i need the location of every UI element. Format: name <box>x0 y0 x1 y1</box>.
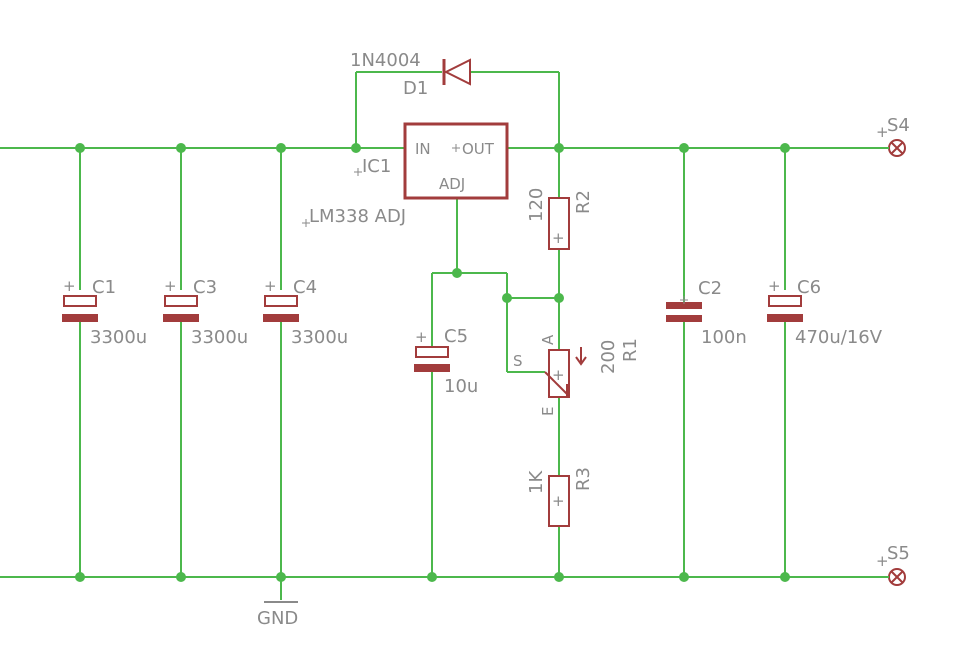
capacitor-plus-icon: + <box>415 328 428 346</box>
diode-d1: 1N4004 D1 <box>350 50 471 99</box>
c4-name-label: C4 <box>293 277 317 298</box>
junction-dot <box>276 572 286 582</box>
ground-symbol: GND <box>257 601 298 629</box>
connector-s5: + S5 <box>872 543 910 586</box>
c3-value-label: 3300u <box>191 327 248 348</box>
junction-dot <box>554 572 564 582</box>
capacitor-c1: + C1 3300u <box>62 277 147 348</box>
junction-dot <box>351 143 361 153</box>
connector-s4: + S4 <box>872 115 910 157</box>
origin-cross-icon: + <box>876 123 889 141</box>
regulator-out-pin-label: OUT <box>462 140 495 158</box>
c2-value-label: 100n <box>701 327 747 348</box>
c1-value-label: 3300u <box>90 327 147 348</box>
capacitor-negative-plate <box>163 314 199 322</box>
regulator-value-label: LM338 ADJ <box>309 206 406 227</box>
connector-x-icon <box>890 141 904 155</box>
c6-name-label: C6 <box>797 277 821 298</box>
junction-dot <box>452 268 462 278</box>
junction-dot <box>276 143 286 153</box>
r2-value-label: 120 <box>526 188 547 222</box>
connector-x-icon <box>890 570 904 584</box>
resistor-body <box>548 349 570 398</box>
resistor-r3: + 1K R3 <box>526 467 594 527</box>
junction-dot <box>427 572 437 582</box>
capacitor-positive-plate <box>264 295 298 307</box>
resistor-origin-cross-icon: + <box>552 366 565 384</box>
resistor-r2: + 120 R2 <box>526 188 594 250</box>
c3-name-label: C3 <box>193 277 217 298</box>
regulator-ic1: IN OUT ADJ IC1 LM338 ADJ <box>302 122 509 227</box>
r3-value-label: 1K <box>526 470 547 494</box>
r1-value-label: 200 <box>598 340 619 374</box>
r1-pin-a-label: A <box>539 334 557 345</box>
capacitor-negative-plate <box>62 314 98 322</box>
c6-value-label: 470u/16V <box>795 327 883 348</box>
c1-name-label: C1 <box>92 277 116 298</box>
capacitor-negative-plate <box>414 364 450 372</box>
ground-label: GND <box>257 608 298 629</box>
wires <box>0 71 872 600</box>
r2-name-label: R2 <box>573 190 594 214</box>
diode-triangle-symbol <box>443 58 471 86</box>
capacitor-positive-plate <box>415 346 449 358</box>
r1-pin-e-label: E <box>539 407 557 416</box>
junction-dot <box>554 293 564 303</box>
capacitor-positive-plate <box>63 295 97 307</box>
s4-name-label: S4 <box>887 115 910 136</box>
regulator-name-label: IC1 <box>362 156 391 177</box>
capacitor-c2: C2 100n <box>666 278 747 348</box>
diode-name-label: D1 <box>403 78 428 99</box>
junction-dot <box>176 572 186 582</box>
resistor-origin-cross-icon: + <box>552 492 565 510</box>
capacitor-plate <box>666 315 702 322</box>
capacitor-plus-icon: + <box>768 277 781 295</box>
s5-name-label: S5 <box>887 543 910 564</box>
junction-dot <box>679 143 689 153</box>
c2-name-label: C2 <box>698 278 722 299</box>
resistor-body <box>548 475 570 527</box>
c5-value-label: 10u <box>444 376 478 397</box>
capacitor-c4: + C4 3300u <box>263 277 348 348</box>
trimmer-down-arrow-head <box>575 356 587 366</box>
capacitor-plus-icon: + <box>164 277 177 295</box>
resistor-body <box>548 197 570 250</box>
capacitor-plus-icon: + <box>264 277 277 295</box>
junction-dot <box>75 143 85 153</box>
r1-name-label: R1 <box>620 338 641 362</box>
r3-name-label: R3 <box>573 467 594 491</box>
regulator-body <box>403 122 509 200</box>
capacitor-negative-plate <box>263 314 299 322</box>
junctions <box>75 143 790 582</box>
junction-dot <box>780 572 790 582</box>
capacitor-c6: + C6 470u/16V <box>767 277 883 348</box>
regulator-in-pin-label: IN <box>415 140 431 158</box>
capacitor-positive-plate <box>164 295 198 307</box>
capacitor-positive-plate <box>768 295 802 307</box>
capacitor-c3: + C3 3300u <box>163 277 248 348</box>
junction-dot <box>554 143 564 153</box>
c5-name-label: C5 <box>444 326 468 347</box>
junction-dot <box>780 143 790 153</box>
c4-value-label: 3300u <box>291 327 348 348</box>
capacitor-plus-icon: + <box>63 277 76 295</box>
capacitor-negative-plate <box>767 314 803 322</box>
capacitor-c5: + C5 10u <box>414 326 478 397</box>
diode-value-label: 1N4004 <box>350 50 421 71</box>
junction-dot <box>679 572 689 582</box>
r1-pin-s-label: S <box>513 352 523 370</box>
regulator-adj-pin-label: ADJ <box>439 175 465 193</box>
trimmer-r1: + A E S 200 R1 <box>513 334 641 416</box>
junction-dot <box>502 293 512 303</box>
origin-cross-icon: + <box>876 552 889 570</box>
capacitor-plate <box>666 302 702 309</box>
junction-dot <box>75 572 85 582</box>
resistor-origin-cross-icon: + <box>552 229 565 247</box>
trimmer-arrow-line <box>544 371 568 395</box>
junction-dot <box>176 143 186 153</box>
